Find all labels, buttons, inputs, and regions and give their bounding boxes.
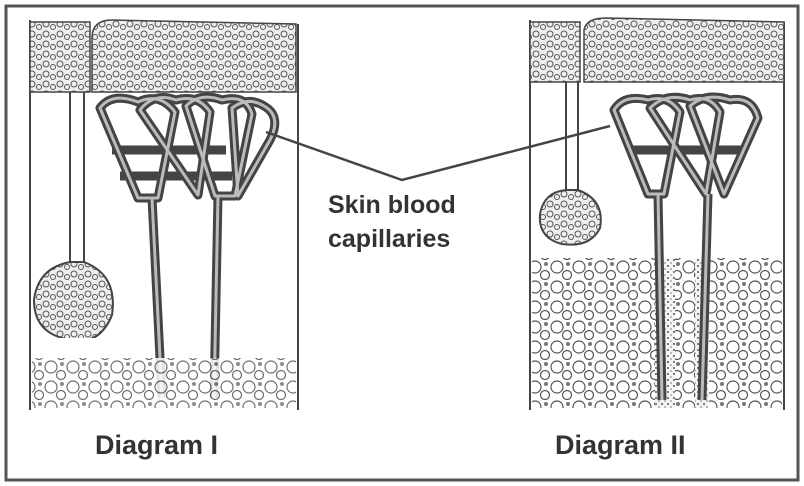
epidermis-top xyxy=(92,20,296,92)
epidermis-top-2 xyxy=(584,18,784,82)
capillaries-label: Skin blood capillaries xyxy=(328,188,456,256)
diagram-1-caption: Diagram I xyxy=(95,430,218,461)
sweat-gland xyxy=(34,262,113,341)
epidermis-left xyxy=(30,22,90,92)
capillaries-label-line2: capillaries xyxy=(328,222,456,256)
epidermis-left-2 xyxy=(530,22,580,82)
diagram-1-illustration xyxy=(30,20,298,410)
fat-layer-thin xyxy=(32,358,296,408)
label-leader-lines xyxy=(266,126,610,180)
diagram-2-illustration xyxy=(530,18,784,410)
hair-shaft xyxy=(70,92,84,262)
sweat-gland-2 xyxy=(540,190,601,245)
diagram-2-caption: Diagram II xyxy=(555,430,686,461)
capillaries-label-line1: Skin blood xyxy=(328,188,456,222)
